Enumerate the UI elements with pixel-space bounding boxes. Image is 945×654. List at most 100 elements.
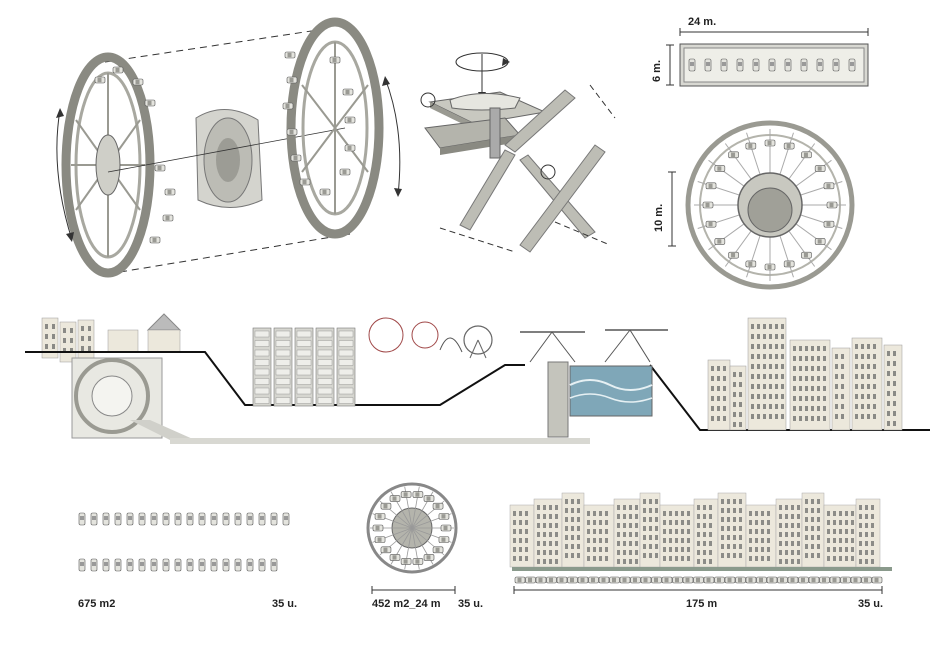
wheel-car-icon: [814, 237, 826, 245]
row-car-icon: [198, 558, 206, 572]
wheel-car-icon: [745, 142, 757, 150]
row-car-icon: [90, 512, 98, 526]
row-car-icon: [282, 512, 290, 526]
street-car-icon: [567, 576, 578, 584]
comparison-row: [78, 482, 892, 594]
row-car-icon: [234, 558, 242, 572]
wheel-car-icon: [783, 142, 795, 150]
small-wheel-car-icon: [438, 512, 450, 520]
wheel-car-icon: [728, 151, 740, 159]
street-car-icon: [871, 576, 883, 584]
street-car-icon: [714, 576, 725, 584]
street-car-icon: [787, 576, 799, 584]
wheel-car-icon: [702, 201, 714, 209]
street-car-icon: [703, 576, 715, 584]
plan-car-icon: [736, 58, 744, 72]
wheel-car-icon: [823, 182, 835, 190]
plan-car-icon: [832, 58, 840, 72]
wheel-car-icon: [823, 220, 835, 228]
street-car-icon: [651, 576, 662, 584]
wheel-car-icon: [783, 260, 795, 268]
row-car-icon: [222, 512, 230, 526]
wheel-area-label: 452 m2_24 m: [372, 598, 441, 610]
plan-car-icon: [784, 58, 792, 72]
row-car-icon: [102, 512, 110, 526]
plan-width-label: 24 m.: [688, 16, 717, 28]
street-car-icon: [777, 576, 788, 584]
wheel-elevation-drawing: [668, 120, 855, 290]
street-car-icon: [745, 576, 757, 584]
street-car-icon: [808, 576, 820, 584]
street-car-icon: [850, 576, 862, 584]
street-car-icon: [819, 576, 830, 584]
row-car-icon: [210, 558, 218, 572]
row-car-icon: [114, 512, 122, 526]
row-car-icon: [114, 558, 122, 572]
row-car-icon: [162, 558, 170, 572]
small-wheel-car-icon: [423, 553, 435, 561]
street-car-icon: [693, 576, 704, 584]
small-wheel-car-icon: [380, 546, 392, 554]
lift-mechanism-drawing: [420, 52, 616, 253]
small-wheel-car-icon: [400, 491, 412, 499]
plan-car-icon: [848, 58, 856, 72]
street-car-icon: [525, 576, 536, 584]
wheel-car-icon: [764, 139, 776, 147]
wheel-diameter-label: 10 m.: [653, 203, 665, 232]
row-car-icon: [258, 512, 266, 526]
small-wheel-car-icon: [372, 524, 384, 532]
site-section-drawing: [25, 313, 930, 444]
plan-car-icon: [768, 58, 776, 72]
wheel-car-icon: [745, 260, 757, 268]
street-car-icon: [514, 576, 526, 584]
row-car-icon: [198, 512, 206, 526]
wheel-car-icon: [705, 220, 717, 228]
small-wheel-car-icon: [412, 491, 424, 499]
row-car-icon: [138, 558, 146, 572]
row-car-icon: [186, 558, 194, 572]
row-area-label: 675 m2: [78, 598, 116, 610]
street-car-icon: [861, 576, 872, 584]
street-car-icon: [598, 576, 610, 584]
row-car-icon: [90, 558, 98, 572]
small-wheel-car-icon: [438, 536, 450, 544]
street-car-icon: [630, 576, 641, 584]
exploded-cylinder-drawing: [56, 17, 402, 278]
row-units-label: 35 u.: [272, 598, 298, 610]
row-car-icon: [258, 558, 266, 572]
street-car-icon: [672, 576, 683, 584]
row-car-icon: [210, 512, 218, 526]
plan-view-strip: [666, 28, 869, 87]
row-car-icon: [174, 512, 182, 526]
wheel-car-icon: [714, 165, 726, 173]
row-car-icon: [222, 558, 230, 572]
street-car-icon: [724, 576, 736, 584]
wheel-car-icon: [764, 263, 776, 271]
row-car-icon: [270, 512, 278, 526]
street-car-icon: [756, 576, 767, 584]
plan-depth-label: 6 m.: [651, 59, 663, 82]
row-car-icon: [78, 558, 86, 572]
street-car-icon: [682, 576, 694, 584]
street-car-icon: [766, 576, 778, 584]
street-car-icon: [829, 576, 841, 584]
small-wheel-car-icon: [380, 502, 392, 510]
plan-car-icon: [704, 58, 712, 72]
street-car-icon: [735, 576, 746, 584]
wheel-units-label: 35 u.: [458, 598, 484, 610]
street-car-icon: [577, 576, 589, 584]
plan-car-icon: [720, 58, 728, 72]
small-wheel-car-icon: [400, 557, 412, 565]
wheel-car-icon: [714, 237, 726, 245]
row-car-icon: [186, 512, 194, 526]
small-wheel-car-icon: [423, 495, 435, 503]
street-car-icon: [798, 576, 809, 584]
small-wheel-car-icon: [432, 502, 444, 510]
wheel-car-icon: [705, 182, 717, 190]
row-car-icon: [162, 512, 170, 526]
small-wheel-car-icon: [389, 553, 401, 561]
row-car-icon: [246, 512, 254, 526]
street-car-icon: [619, 576, 631, 584]
row-car-icon: [174, 558, 182, 572]
